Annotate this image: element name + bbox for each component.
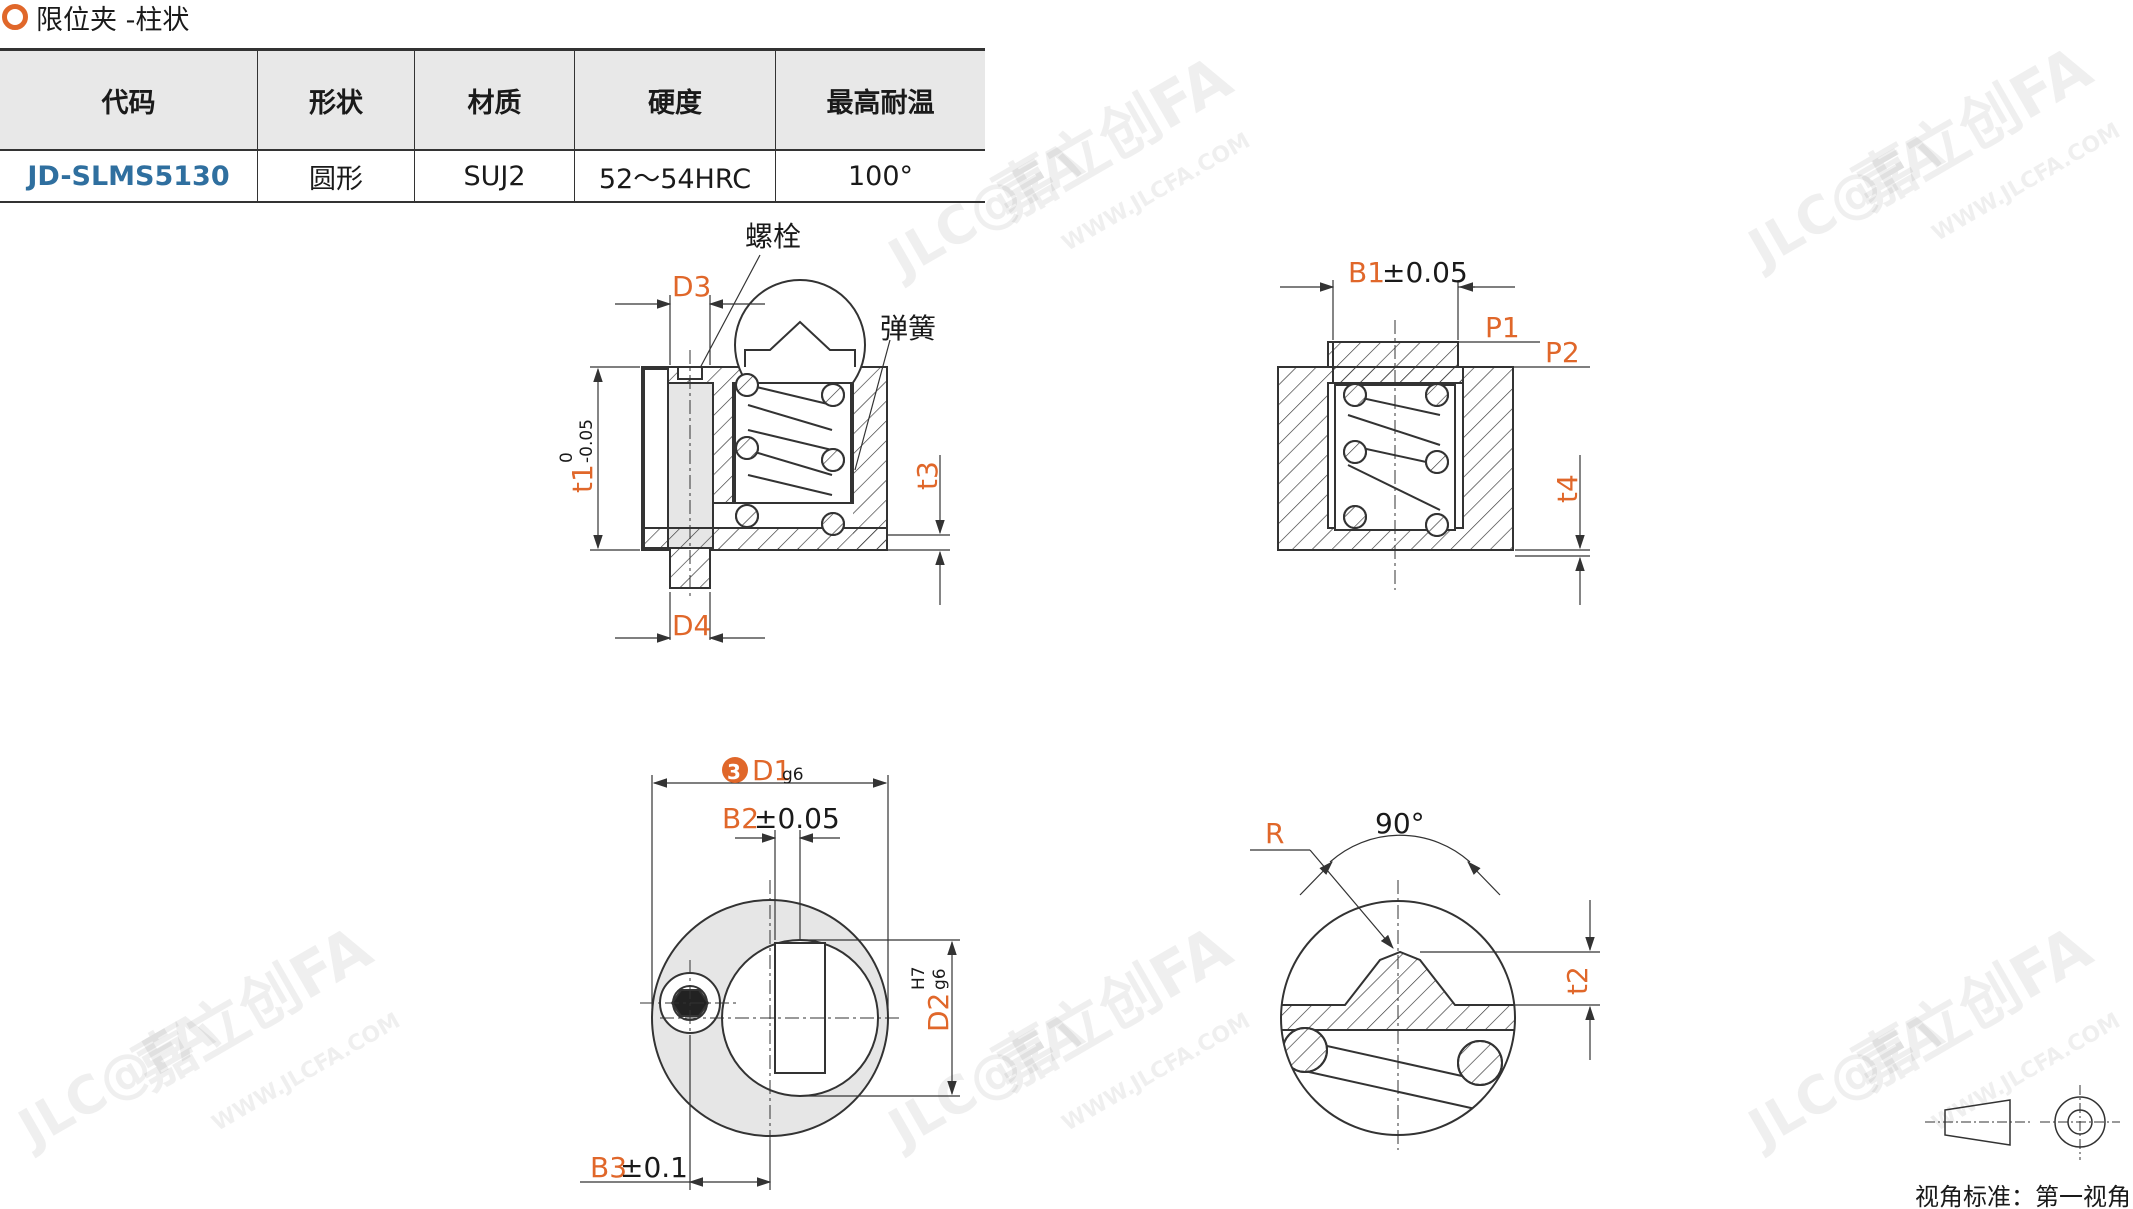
table-header: 最高耐温 — [775, 48, 985, 151]
product-code: JD-SLMS5130 — [0, 150, 258, 203]
dim-p2: P2 — [1545, 336, 1580, 369]
dim-b2: B2 — [722, 802, 759, 835]
table-header: 形状 — [257, 48, 415, 151]
spec-table: 代码 形状 材质 硬度 最高耐温 JD-SLMS5130 圆形 SUJ2 52～… — [0, 48, 985, 203]
dim-t3: t3 — [911, 461, 944, 490]
dim-t1: t1 — [566, 464, 599, 493]
dim-b3-tol: ±0.1 — [620, 1151, 688, 1184]
spring-label: 弹簧 — [880, 312, 936, 345]
table-header: 代码 — [0, 48, 258, 151]
table-header: 硬度 — [574, 48, 776, 151]
dim-t4: t4 — [1551, 474, 1584, 503]
dim-t1-tol-upper: 0 — [557, 452, 577, 463]
detail-view — [1280, 880, 1516, 1150]
dim-d2-fit-upper: H7 — [909, 966, 929, 990]
dim-d1-fit: g6 — [782, 765, 804, 785]
dim-d2-fit-lower: g6 — [930, 968, 950, 990]
top-view — [640, 880, 900, 1150]
dim-p1: P1 — [1485, 311, 1520, 344]
table-cell: 52～54HRC — [574, 150, 776, 203]
dim-t2: t2 — [1561, 966, 1594, 995]
table-cell: SUJ2 — [414, 150, 575, 203]
dim-angle: 90° — [1375, 807, 1425, 840]
detail-dimensions — [1250, 834, 1600, 1060]
page-title: 限位夹 -柱状 — [2, 0, 190, 36]
detail-labels: R 90° t2 — [1265, 807, 1594, 995]
table-header-row: 代码 形状 材质 硬度 最高耐温 — [0, 48, 985, 151]
dim-d1: D1 — [752, 754, 791, 787]
bolt-label: 螺栓 — [745, 220, 801, 253]
dim-r: R — [1265, 817, 1284, 850]
side-section-view — [641, 279, 888, 600]
view-standard-label: 视角标准：第一视角 — [1915, 1183, 2131, 1209]
top-view-labels: 3 D1 g6 B2 ±0.05 D2 H7 g6 B3 ±0.1 — [590, 754, 955, 1184]
dim-b1-tol: ±0.05 — [1382, 256, 1468, 289]
housing-section-view — [1277, 320, 1514, 590]
circle-icon — [2, 4, 28, 30]
dim-b3: B3 — [590, 1151, 627, 1184]
table-row: JD-SLMS5130 圆形 SUJ2 52～54HRC 100° — [0, 150, 985, 203]
callout-badge — [722, 757, 748, 783]
dim-b2-tol: ±0.05 — [754, 802, 840, 835]
callout-number: 3 — [727, 760, 741, 784]
side-section-labels: 螺栓 弹簧 D3 D4 t1 0 -0.05 t3 — [557, 220, 944, 642]
dim-b1: B1 — [1348, 256, 1385, 289]
page-title-text: 限位夹 -柱状 — [36, 4, 190, 36]
dim-d3: D3 — [672, 270, 711, 303]
housing-section-dimensions — [1280, 280, 1590, 605]
side-section-dimensions — [590, 254, 950, 643]
table-header: 材质 — [414, 48, 575, 151]
table-cell: 100° — [775, 150, 985, 203]
first-angle-projection-icon — [1925, 1085, 2120, 1160]
dim-d4: D4 — [672, 609, 711, 642]
dim-d2: D2 — [922, 993, 955, 1032]
table-cell: 圆形 — [257, 150, 415, 203]
dim-t1-tol-lower: -0.05 — [577, 419, 597, 463]
top-view-dimensions — [580, 775, 960, 1190]
housing-section-labels: B1 ±0.05 P1 P2 t4 — [1348, 256, 1584, 503]
